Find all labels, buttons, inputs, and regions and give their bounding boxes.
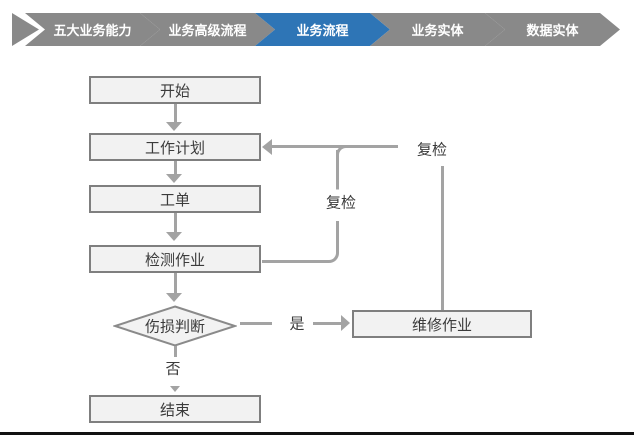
- edge-plan-to-order: [173, 161, 177, 174]
- tab-label: 业务实体: [411, 23, 464, 38]
- arrowhead-down-icon: [165, 122, 182, 131]
- edge-order-to-inspection: [173, 213, 177, 232]
- edge-recheck-inner-bottom-corner: [326, 249, 339, 263]
- node-end-label: 结束: [159, 401, 190, 419]
- tab-label: 业务高级流程: [168, 23, 247, 38]
- node-work-order-label: 工单: [159, 191, 190, 209]
- node-start-label: 开始: [159, 82, 190, 100]
- tab-five-business-capabilities[interactable]: 五大业务能力: [25, 13, 160, 46]
- edge-recheck-inner-vertical-lower: [335, 221, 339, 250]
- edge-inspection-to-decision: [173, 273, 177, 293]
- edge-decision-yes-segment: [240, 321, 272, 325]
- edge-recheck-trunk: [271, 144, 398, 148]
- edge-decision-no-stub: [173, 346, 177, 357]
- node-repair-job-label: 维修作业: [411, 316, 472, 334]
- node-start: 开始: [89, 76, 261, 104]
- arrowhead-down-small-icon: [170, 386, 180, 392]
- arrowhead-right-icon: [341, 315, 350, 331]
- edge-recheck-outer-vertical: [440, 166, 444, 310]
- tab-business-entity[interactable]: 业务实体: [370, 13, 505, 46]
- edge-start-to-plan: [173, 104, 177, 122]
- node-end: 结束: [89, 395, 261, 423]
- tab-business-process-active[interactable]: 业务流程: [255, 13, 390, 46]
- node-work-order: 工单: [89, 185, 261, 213]
- node-work-plan-label: 工作计划: [144, 139, 205, 157]
- tab-label: 五大业务能力: [53, 23, 132, 38]
- arrowhead-down-icon: [165, 293, 182, 302]
- node-damage-decision-diamond: [113, 305, 237, 347]
- edge-label-recheck-outer: 复检: [416, 141, 448, 159]
- edge-label-recheck-inner: 复检: [320, 189, 362, 215]
- tab-data-entity[interactable]: 数据实体: [485, 13, 620, 46]
- tab-business-highlevel-process[interactable]: 业务高级流程: [140, 13, 275, 46]
- edge-yes-to-repair: [313, 321, 341, 325]
- edge-label-no: 否: [165, 360, 181, 378]
- arrowhead-down-icon: [165, 174, 182, 183]
- arrowhead-down-icon: [165, 232, 182, 241]
- tab-label: 业务流程: [296, 23, 349, 38]
- edge-recheck-inner-vertical-upper: [335, 150, 339, 191]
- node-inspection-job: 检测作业: [89, 245, 261, 273]
- node-work-plan: 工作计划: [89, 133, 261, 161]
- node-damage-decision-label: 伤损判断: [144, 318, 206, 336]
- tab-label: 数据实体: [526, 23, 579, 38]
- edge-label-yes: 是: [289, 315, 305, 333]
- arrowhead-left-icon: [262, 138, 272, 155]
- node-repair-job: 维修作业: [352, 310, 532, 338]
- bottom-divider: [0, 432, 634, 435]
- edge-recheck-inner-horizontal: [262, 259, 327, 263]
- node-inspection-job-label: 检测作业: [144, 251, 205, 269]
